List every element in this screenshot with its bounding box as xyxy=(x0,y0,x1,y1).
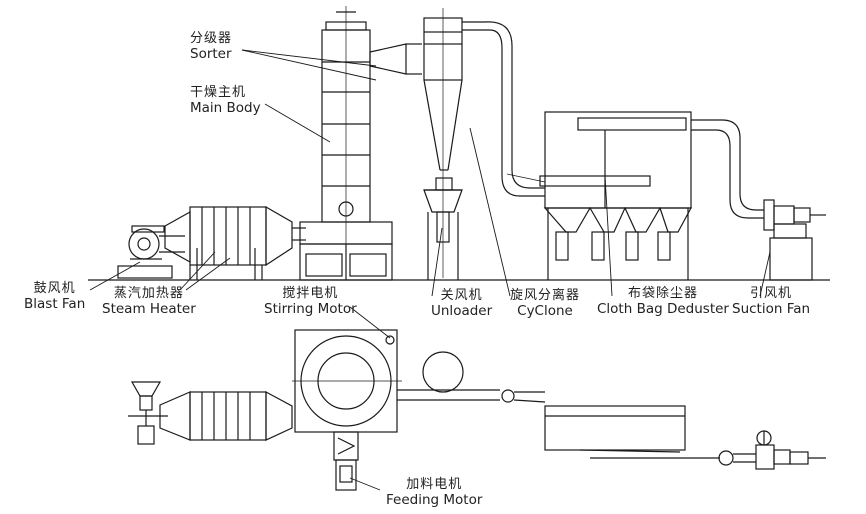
label-sorter-en: Sorter xyxy=(190,45,232,62)
label-stirring-motor-en: Stirring Motor xyxy=(264,300,357,317)
plan-bag-filter xyxy=(544,405,720,459)
label-cyclone: 旋风分离器 CyClone xyxy=(510,288,581,319)
label-feeding-motor: 加料电机 Feeding Motor xyxy=(386,477,483,508)
label-suction-fan-en: Suction Fan xyxy=(732,300,811,317)
cyclone-shape xyxy=(423,8,490,280)
plan-heater xyxy=(159,390,293,441)
label-main-body-cn: 干燥主机 xyxy=(190,85,247,100)
label-steam-heater-cn: 蒸汽加热器 xyxy=(113,286,184,301)
label-sorter-cn: 分级器 xyxy=(190,31,233,46)
label-feeding-motor-cn: 加料电机 xyxy=(406,477,463,492)
label-main-body-en: Main Body xyxy=(190,99,261,116)
label-cyclone-cn: 旋风分离器 xyxy=(510,288,581,303)
main-body-shape xyxy=(299,6,422,281)
plan-cyclone xyxy=(397,351,546,403)
suction-duct xyxy=(691,119,764,219)
label-steam-heater-en: Steam Heater xyxy=(102,300,196,317)
plan-feeder xyxy=(128,381,168,445)
label-suction-fan-cn: 引风机 xyxy=(750,286,793,301)
label-unloader-en: Unloader xyxy=(431,302,493,319)
label-feeding-motor-en: Feeding Motor xyxy=(386,491,483,508)
label-main-body: 干燥主机 Main Body xyxy=(190,85,261,116)
label-cloth-bag-deduster-cn: 布袋除尘器 xyxy=(627,286,698,301)
label-blast-fan-cn: 鼓风机 xyxy=(33,281,76,296)
label-blast-fan-en: Blast Fan xyxy=(24,295,86,312)
leader-lines xyxy=(89,49,771,491)
label-blast-fan: 鼓风机 Blast Fan xyxy=(24,281,86,312)
label-sorter: 分级器 Sorter xyxy=(190,31,233,62)
label-suction-fan: 引风机 Suction Fan xyxy=(732,286,811,317)
plan-main-body xyxy=(292,329,402,491)
blast-fan-shape xyxy=(117,225,185,279)
cyclone-duct xyxy=(484,21,546,197)
label-unloader: 关风机 Unloader xyxy=(431,288,493,319)
label-stirring-motor: 搅拌电机 Stirring Motor xyxy=(264,286,357,317)
label-cloth-bag-deduster: 布袋除尘器 Cloth Bag Deduster xyxy=(597,286,729,317)
label-cloth-bag-deduster-en: Cloth Bag Deduster xyxy=(597,300,729,317)
steam-heater-shape xyxy=(164,205,306,280)
label-unloader-cn: 关风机 xyxy=(440,288,483,303)
label-stirring-motor-cn: 搅拌电机 xyxy=(282,286,339,301)
cloth-bag-deduster-shape xyxy=(539,111,693,280)
label-cyclone-en: CyClone xyxy=(517,302,573,319)
suction-fan-shape xyxy=(763,199,826,281)
label-steam-heater: 蒸汽加热器 Steam Heater xyxy=(102,286,196,317)
plan-suction-fan xyxy=(718,430,826,470)
